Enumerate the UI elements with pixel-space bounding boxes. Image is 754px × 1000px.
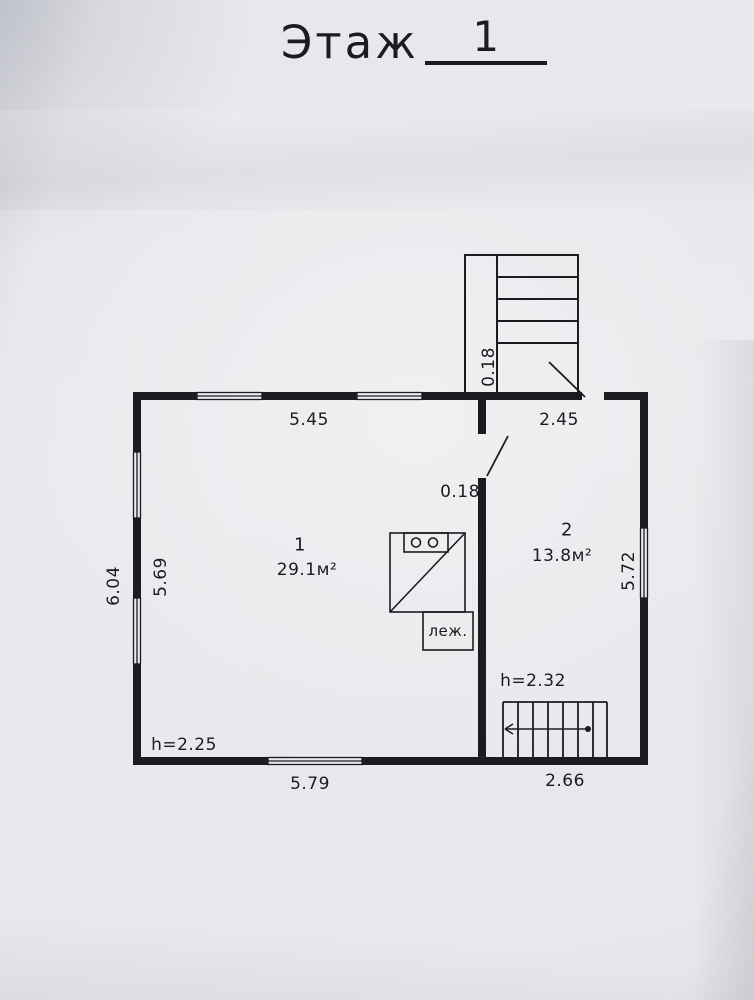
- dim-partition-thickness: 0.18: [440, 482, 480, 502]
- dim-top-wall-right: 2.45: [539, 410, 579, 430]
- room1-number: 1: [294, 534, 306, 556]
- floor-label: Этаж: [281, 16, 419, 69]
- room2-area: 13.8м²: [531, 546, 593, 566]
- stove-burner-icon: [427, 537, 439, 548]
- stove-bench-label: леж.: [428, 622, 468, 640]
- page-title: Этаж 1: [281, 16, 547, 65]
- floor-number: 1: [424, 16, 547, 65]
- dim-left-wall-inner: 5.69: [151, 557, 171, 597]
- dim-left-wall-outer: 6.04: [104, 566, 124, 606]
- dim-entry-wall-thickness: 0.18: [479, 347, 499, 387]
- windows: [132, 391, 649, 766]
- room1-area: 29.1м²: [276, 560, 338, 580]
- room2-number: 2: [561, 519, 573, 541]
- dim-right-wall-inner: 5.72: [619, 551, 639, 591]
- partition-wall: [478, 400, 486, 757]
- interior-staircase: [502, 701, 608, 757]
- room1-ceiling-height: h=2.25: [151, 735, 217, 755]
- dim-top-wall-left: 5.45: [289, 410, 329, 430]
- outer-walls: [133, 392, 648, 765]
- stove: [389, 532, 474, 651]
- dim-bottom-wall-left: 5.79: [290, 774, 330, 794]
- dim-bottom-wall-right: 2.66: [545, 771, 585, 791]
- entry-staircase: [464, 254, 579, 392]
- stove-burner-icon: [410, 537, 422, 548]
- stove-bench: [422, 611, 474, 651]
- room2-ceiling-height: h=2.32: [500, 671, 566, 691]
- door-swing-lines: [486, 361, 586, 477]
